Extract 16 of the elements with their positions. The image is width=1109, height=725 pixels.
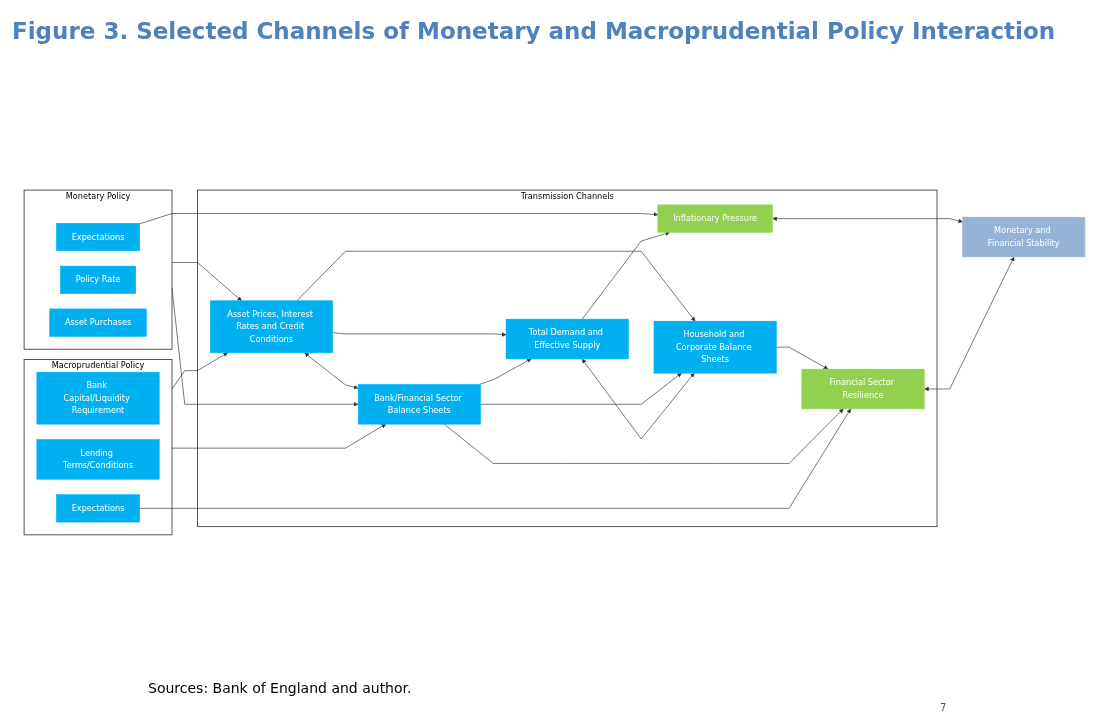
- node-box: Financial Sector Resilience: [801, 368, 925, 409]
- node-box: Bank/Financial Sector Balance Sheets: [357, 383, 481, 424]
- node-box: Asset Purchases: [49, 308, 147, 337]
- node-box: Household and Corporate Balance Sheets: [653, 320, 777, 373]
- node-box: Bank Capital/Liquidity Requirement: [36, 371, 160, 424]
- figure-title: Figure 3. Selected Channels of Monetary and Macroprudential Policy Interaction: [12, 18, 1056, 44]
- node-box: Lending Terms/Conditions: [36, 438, 160, 480]
- node-box: Asset Prices, Interest Rates and Credit Conditions: [210, 300, 333, 353]
- node-box: Inflationary Pressure: [657, 204, 773, 233]
- node-box: Total Demand and Effective Supply: [505, 318, 629, 359]
- page-number: 7: [940, 702, 947, 713]
- node-box: Policy Rate: [60, 265, 136, 294]
- source-note: Sources: Bank of England and author.: [148, 680, 412, 696]
- node-box: Expectations: [56, 493, 140, 522]
- node-box: Expectations: [56, 222, 140, 251]
- node-box: Monetary and Financial Stability: [962, 216, 1086, 257]
